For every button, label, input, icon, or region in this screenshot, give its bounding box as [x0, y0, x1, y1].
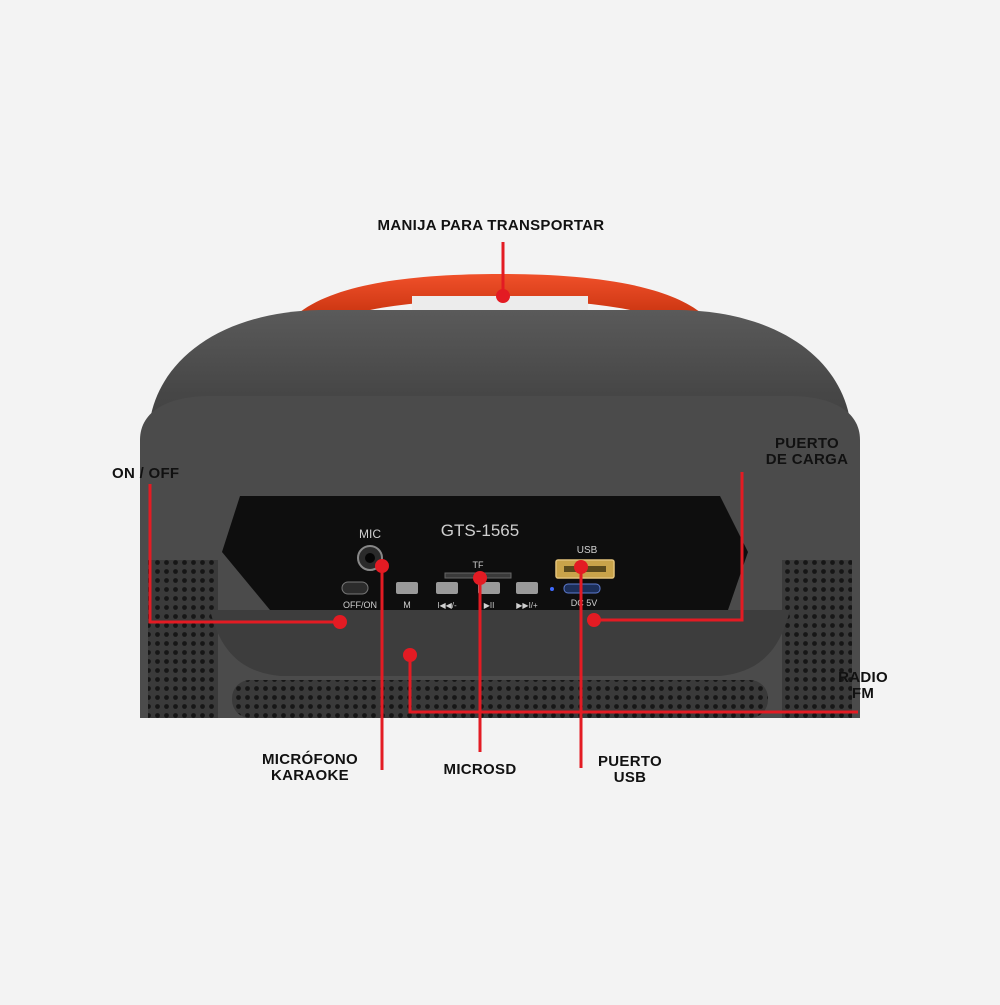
callout-radio-line1: RADIO	[838, 669, 888, 686]
callout-radio: RADIO FM	[838, 670, 888, 702]
callout-microsd: MICROSD	[443, 761, 517, 778]
callout-handle: MANIJA PARA TRANSPORTAR	[377, 217, 605, 234]
prev-label: I◀◀/-	[437, 601, 457, 610]
callout-mic-line2: KARAOKE	[271, 767, 349, 784]
mic-jack-hole	[365, 553, 375, 563]
charge-dot	[587, 613, 601, 627]
radio-dot	[403, 648, 417, 662]
callout-radio-line2: FM	[851, 685, 875, 702]
charge-leader	[594, 472, 744, 622]
microsd-dot	[473, 571, 487, 585]
usb-label: USB	[577, 545, 598, 556]
radio-leader	[408, 655, 858, 714]
usb-dot	[574, 560, 588, 574]
switch-label: OFF/ON	[343, 600, 377, 610]
handle-dot	[496, 289, 510, 303]
front-grille	[232, 680, 768, 718]
power-switch[interactable]	[341, 581, 369, 595]
callout-charge: PUERTO DE CARGA	[766, 436, 848, 468]
callout-usb: PUERTO USB	[598, 754, 662, 786]
callout-charge-line2: DE CARGA	[765, 451, 849, 468]
callout-usb-line2: USB	[613, 769, 647, 786]
mic-label: MIC	[359, 527, 381, 541]
play-button[interactable]	[478, 582, 500, 594]
callout-mic: MICRÓFONO KARAOKE	[262, 752, 358, 784]
prev-button[interactable]	[436, 582, 458, 594]
leader-dots	[333, 289, 601, 662]
power-dot	[333, 615, 347, 629]
next-button[interactable]	[516, 582, 538, 594]
callout-usb-line1: PUERTO	[597, 753, 663, 770]
dc-label: DC 5V	[571, 598, 598, 608]
mic-dot	[375, 559, 389, 573]
panel-lip	[210, 610, 790, 676]
tf-label: TF	[473, 560, 484, 570]
left-grille	[148, 560, 218, 718]
next-label: ▶▶I/+	[516, 601, 538, 610]
handle-inner-gap	[412, 296, 588, 314]
power-leader	[148, 484, 340, 624]
mode-label: M	[403, 600, 411, 610]
right-grille	[782, 560, 852, 718]
callout-mic-line1: MICRÓFONO	[261, 751, 359, 768]
charge-led	[550, 587, 554, 591]
callout-charge-line1: PUERTO	[774, 435, 840, 452]
mode-button[interactable]	[396, 582, 418, 594]
play-label: ▶II	[484, 601, 495, 610]
callout-power: ON / OFF	[112, 465, 180, 482]
leader-lines	[148, 242, 858, 770]
model-label: GTS-1565	[441, 521, 519, 540]
